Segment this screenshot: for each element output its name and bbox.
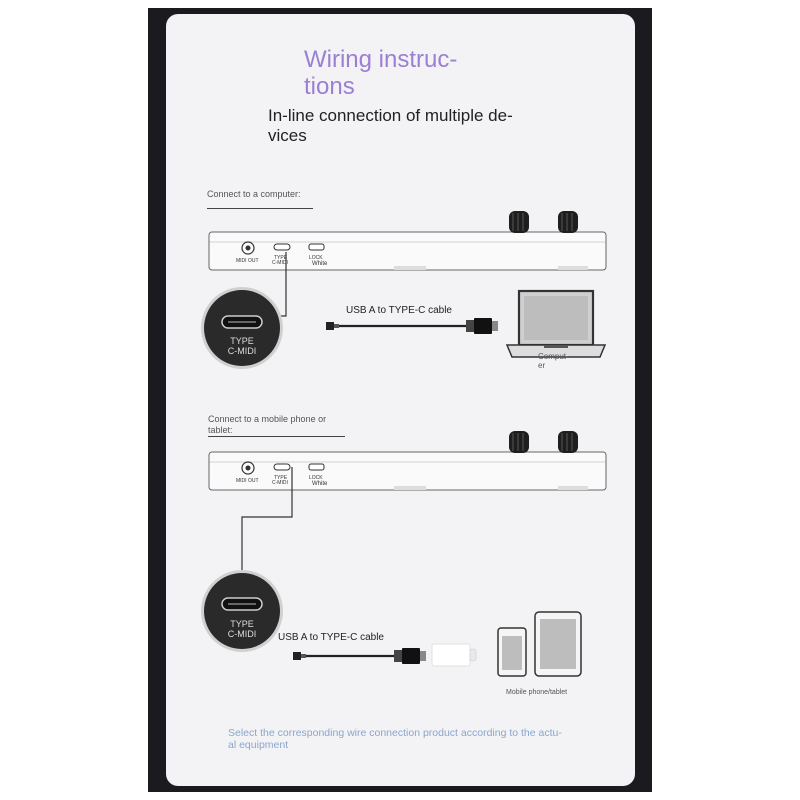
otg-adapter-icon bbox=[431, 643, 477, 667]
usb-cable-2 bbox=[293, 648, 426, 664]
type-c-port-label-line2: C-MIDI bbox=[272, 260, 288, 266]
lock-label: LOCK bbox=[309, 475, 323, 481]
wiring-diagram: MIDI OUT TYPE C-MIDI LOCK White TYPE C-M… bbox=[201, 211, 607, 677]
page-subtitle: In-line connection of multiple de- vices bbox=[268, 106, 513, 145]
section-computer-heading: Connect to a computer: bbox=[207, 189, 301, 199]
midi-out-port-icon bbox=[241, 461, 255, 475]
knob-icon bbox=[558, 431, 578, 453]
midi-out-label: MIDI OUT bbox=[236, 478, 259, 484]
type-c-port-label-line1: TYPE bbox=[274, 475, 288, 481]
midi-controller-2 bbox=[208, 431, 607, 491]
type-c-port-icon bbox=[273, 243, 291, 251]
computer-label: Comput- er bbox=[538, 352, 569, 370]
type-c-callout-1 bbox=[201, 287, 283, 369]
white-label: White bbox=[312, 261, 328, 267]
instruction-card: Wiring instruc- tions In-line connection… bbox=[166, 14, 635, 786]
lock-slot-icon bbox=[308, 243, 325, 251]
midi-out-label: MIDI OUT bbox=[236, 258, 259, 264]
lock-slot-icon bbox=[308, 463, 325, 471]
cable-label-mobile: USB A to TYPE-C cable bbox=[278, 632, 384, 643]
cable-label-computer: USB A to TYPE-C cable bbox=[346, 305, 452, 316]
callout-label-line2: C-MIDI bbox=[228, 629, 257, 639]
knob-icon bbox=[509, 211, 529, 233]
section-mobile-heading: Connect to a mobile phone or tablet: bbox=[208, 414, 327, 435]
tablet-icon bbox=[534, 611, 582, 677]
section-computer-rule bbox=[207, 208, 313, 209]
type-c-callout-2 bbox=[201, 570, 283, 652]
midi-out-port-icon bbox=[241, 241, 255, 255]
midi-controller-1 bbox=[208, 211, 607, 271]
section-mobile-rule bbox=[208, 436, 345, 437]
usb-cable-1 bbox=[326, 318, 498, 334]
mobile-device-label: Mobile phone/tablet bbox=[506, 689, 568, 696]
knob-icon bbox=[558, 211, 578, 233]
callout-label-line1: TYPE bbox=[230, 336, 254, 346]
type-c-port-label-line2: C-MIDI bbox=[272, 480, 288, 486]
lock-label: LOCK bbox=[309, 255, 323, 261]
type-c-port-label-line1: TYPE bbox=[274, 255, 288, 261]
callout-label-line2: C-MIDI bbox=[228, 346, 257, 356]
page-title: Wiring instruc- tions bbox=[304, 46, 458, 100]
footer-note: Select the corresponding wire connection… bbox=[228, 727, 562, 751]
laptop-icon bbox=[505, 289, 607, 358]
phone-icon bbox=[497, 627, 527, 677]
white-label: White bbox=[312, 481, 328, 487]
callout-label-line1: TYPE bbox=[230, 619, 254, 629]
type-c-port-icon bbox=[273, 463, 291, 471]
knob-icon bbox=[509, 431, 529, 453]
